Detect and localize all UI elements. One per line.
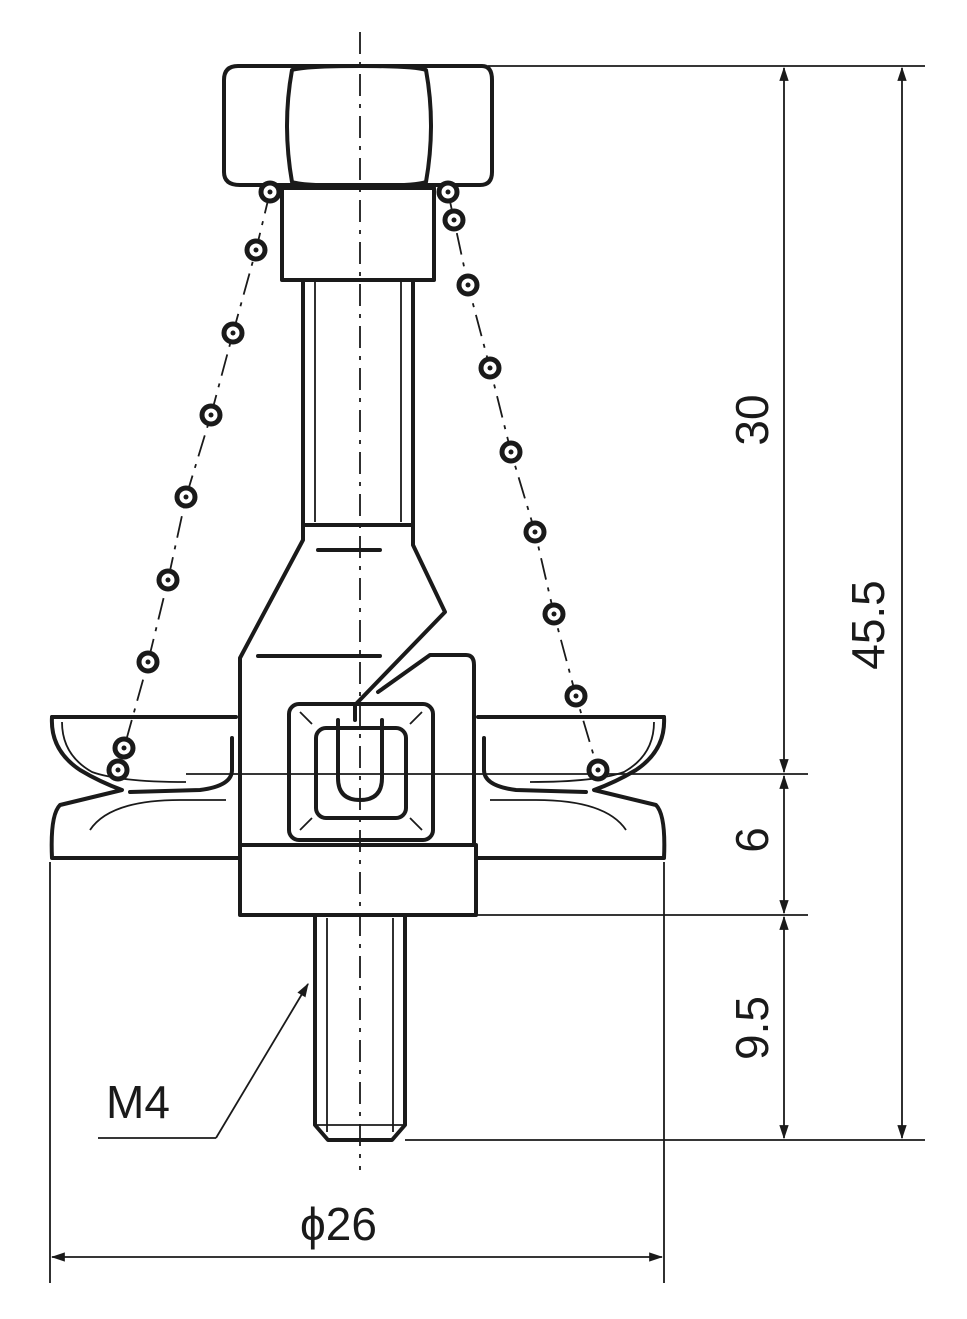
dim-9-5-label: 9.5 <box>726 996 778 1060</box>
dim-30-label: 30 <box>726 394 778 445</box>
chain-ball-center <box>165 577 171 583</box>
chain-ball-center <box>451 217 457 223</box>
chain-ball-center <box>595 767 601 773</box>
ball-chain-left <box>117 191 271 771</box>
extension-lines <box>49 65 925 1283</box>
hex-nut <box>222 64 494 188</box>
threaded-stud <box>313 913 407 1142</box>
chain-balls <box>106 180 610 782</box>
chain-ball-center <box>487 365 493 371</box>
chain-ball-center <box>208 412 214 418</box>
chain-ball-center <box>253 247 259 253</box>
chain-ball-center <box>445 189 451 195</box>
dimension-lines <box>50 66 907 1262</box>
clamp-body <box>238 523 476 847</box>
chain-ball-center <box>508 449 514 455</box>
diameter-label: ϕ26 <box>300 1198 377 1250</box>
chain-ball-center <box>267 189 273 195</box>
chain-ball-center <box>145 659 151 665</box>
chain-ball-center <box>465 282 471 288</box>
chain-ball-center <box>115 767 121 773</box>
chain-ball-center <box>121 745 127 751</box>
dim-6-label: 6 <box>726 827 778 853</box>
dim-45-5-label: 45.5 <box>842 580 894 670</box>
base-block <box>238 843 478 917</box>
chain-ball-center <box>573 693 579 699</box>
pulley-disk <box>49 715 808 860</box>
thread-label: M4 <box>106 1076 170 1128</box>
collar <box>280 186 436 282</box>
chain-ball-center <box>230 330 236 336</box>
chain-ball-center <box>183 494 189 500</box>
shaft <box>301 278 415 527</box>
chain-ball-center <box>551 611 557 617</box>
chain-ball-center <box>532 529 538 535</box>
